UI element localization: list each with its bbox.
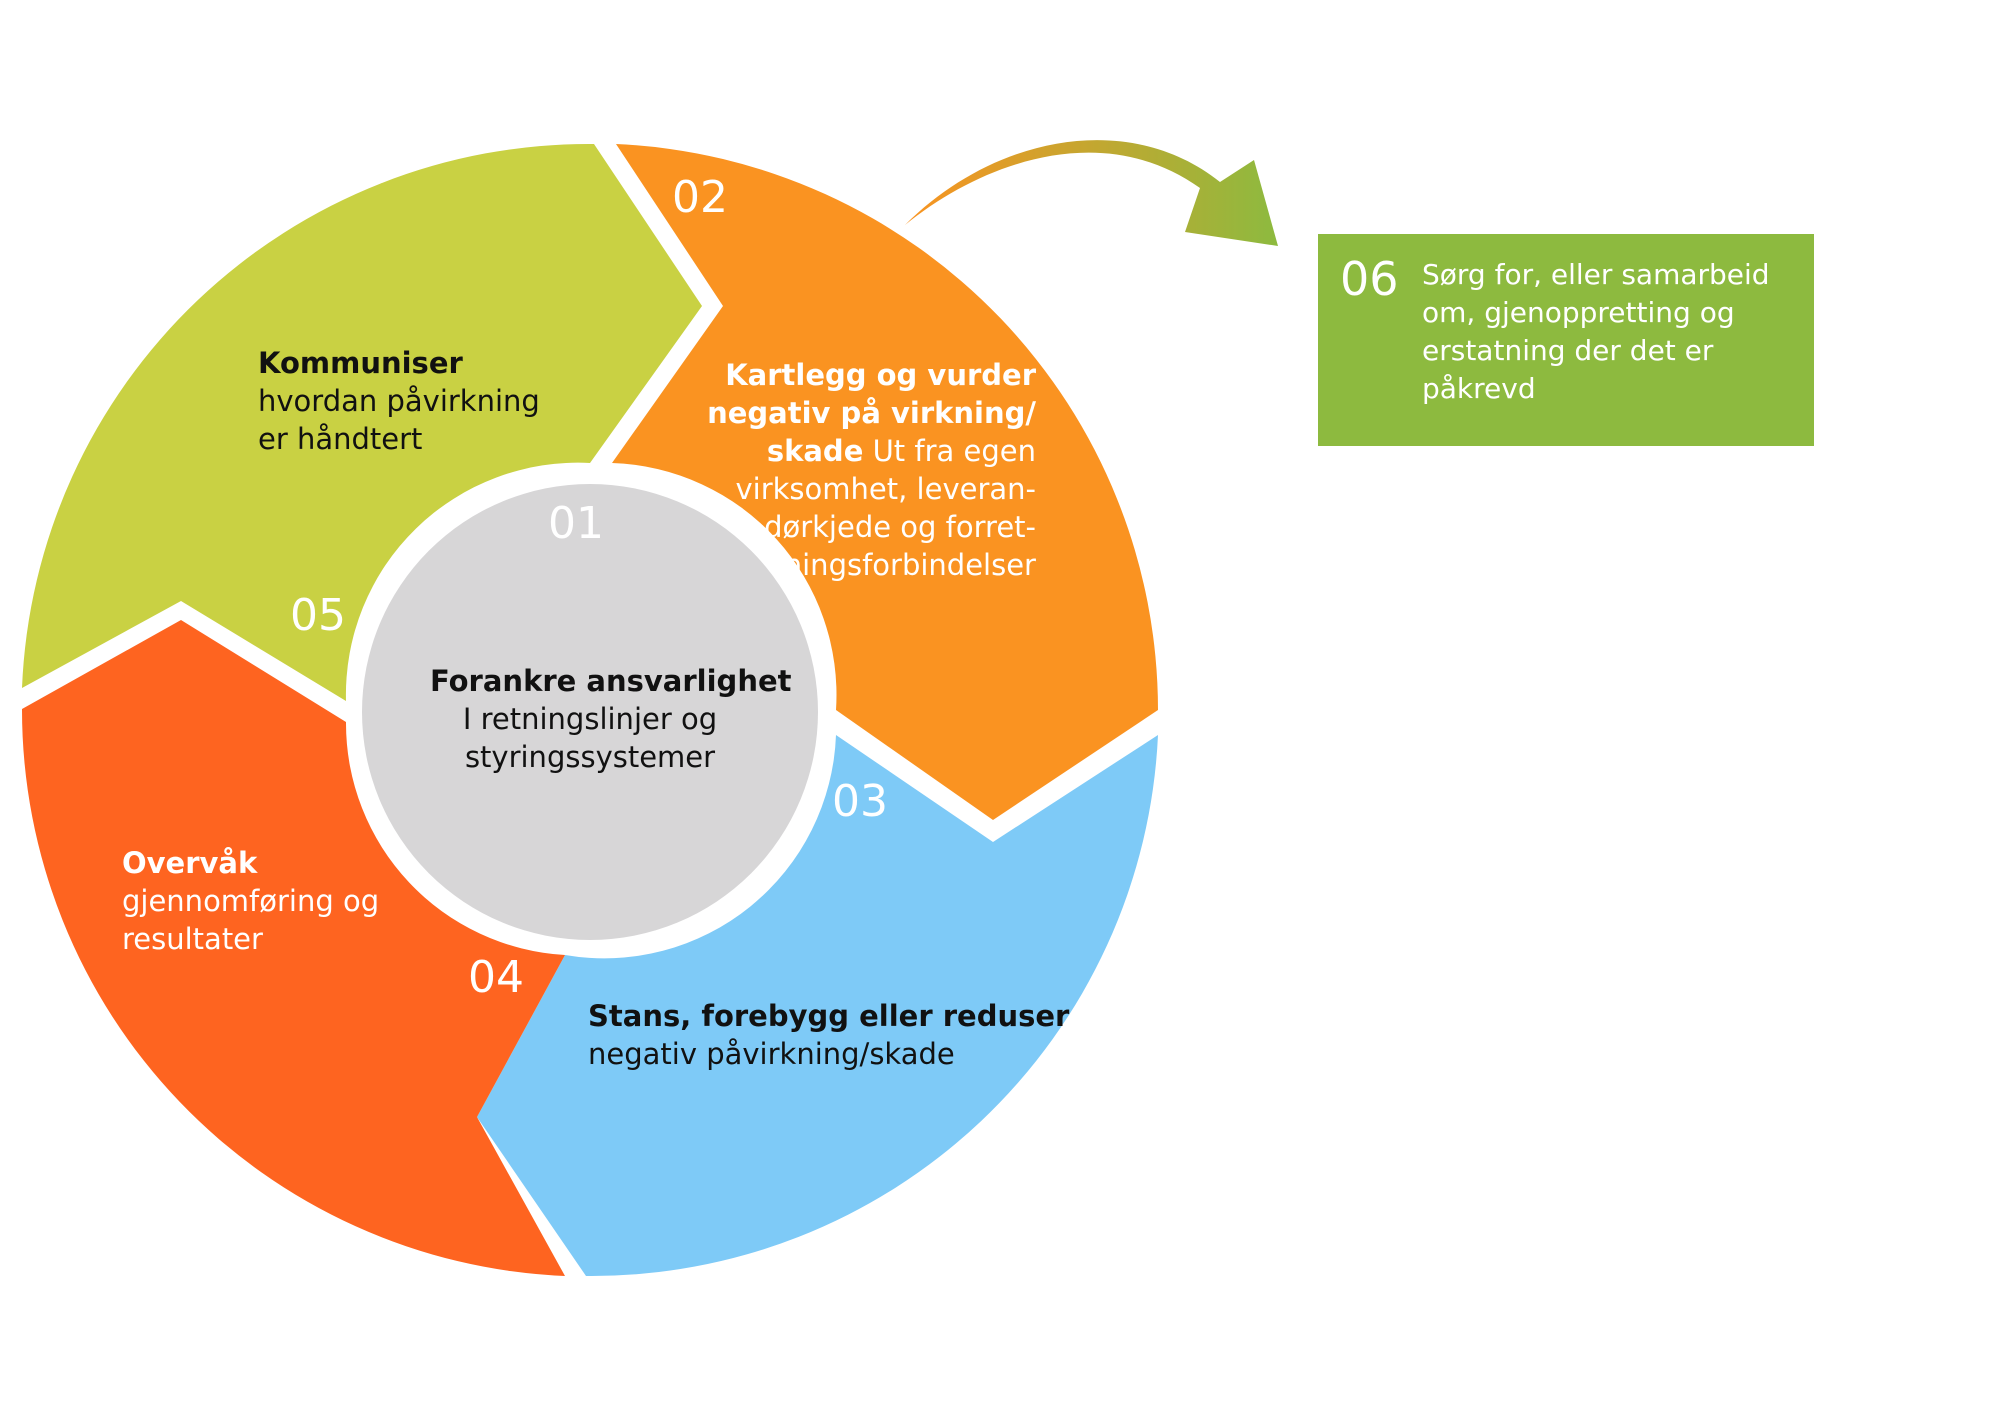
step-number-05: 05 — [290, 590, 346, 641]
step-number-04: 04 — [468, 952, 524, 1003]
step-04-title: Overvåk — [122, 846, 258, 880]
step-05-line-1: hvordan påvirkning — [258, 384, 540, 418]
step-03-label: Stans, forebygg eller reduser negativ på… — [588, 997, 1069, 1073]
step-06-label: Sørg for, eller samarbeid om, gjenoppret… — [1422, 256, 1770, 408]
center-circle-01 — [362, 484, 818, 940]
step-02-desc-line-1: Ut fra egen — [872, 434, 1036, 468]
step-06-line-4: påkrevd — [1422, 372, 1536, 405]
step-02-desc-line-4: ningsforbindelser — [783, 548, 1036, 582]
step-02-title-line-3: skade — [766, 434, 864, 468]
step-02-desc-line-2: virksomhet, leveran- — [735, 472, 1036, 506]
step-05-title: Kommuniser — [258, 346, 463, 380]
segment-05 — [22, 143, 702, 701]
arrow-to-step-06-icon — [905, 140, 1278, 246]
step-number-02: 02 — [672, 172, 728, 223]
step-05-label: Kommuniser hvordan påvirkning er håndter… — [258, 344, 540, 458]
step-02-title-line-2: negativ på virkning/ — [707, 396, 1036, 430]
step-01-label: Forankre ansvarlighet I retningslinjer o… — [430, 662, 792, 776]
step-04-label: Overvåk gjennomføring og resultater — [122, 844, 379, 958]
step-06-box: 06 Sørg for, eller samarbeid om, gjenopp… — [1318, 234, 1814, 446]
step-06-line-1: Sørg for, eller samarbeid — [1422, 258, 1770, 291]
step-04-line-1: gjennomføring og — [122, 884, 380, 918]
segment-04 — [21, 620, 565, 1276]
step-05-line-2: er håndtert — [258, 422, 423, 456]
segment-02 — [612, 144, 1158, 820]
step-number-01: 01 — [548, 498, 604, 549]
step-01-line-2: styringssystemer — [464, 740, 716, 774]
step-number-06: 06 — [1340, 252, 1399, 306]
step-01-line-1: I retningslinjer og — [462, 702, 718, 736]
segment-03 — [477, 735, 1158, 1277]
step-02-title-line-1: Kartlegg og vurder — [725, 358, 1036, 392]
step-06-line-3: erstatning der det er — [1422, 334, 1714, 367]
step-02-desc-line-3: dørkjede og forret- — [764, 510, 1036, 544]
step-02-line-3: skade Ut fra egen — [690, 432, 1036, 470]
step-06-line-2: om, gjenoppretting og — [1422, 296, 1735, 329]
step-02-label: Kartlegg og vurder negativ på virkning/ … — [690, 356, 1036, 584]
step-04-line-2: resultater — [122, 922, 263, 956]
step-03-line-1: negativ påvirkning/skade — [588, 1037, 955, 1071]
step-number-03: 03 — [832, 776, 888, 827]
step-03-title: Stans, forebygg eller reduser — [588, 999, 1070, 1033]
step-01-title: Forankre ansvarlighet — [430, 664, 792, 698]
